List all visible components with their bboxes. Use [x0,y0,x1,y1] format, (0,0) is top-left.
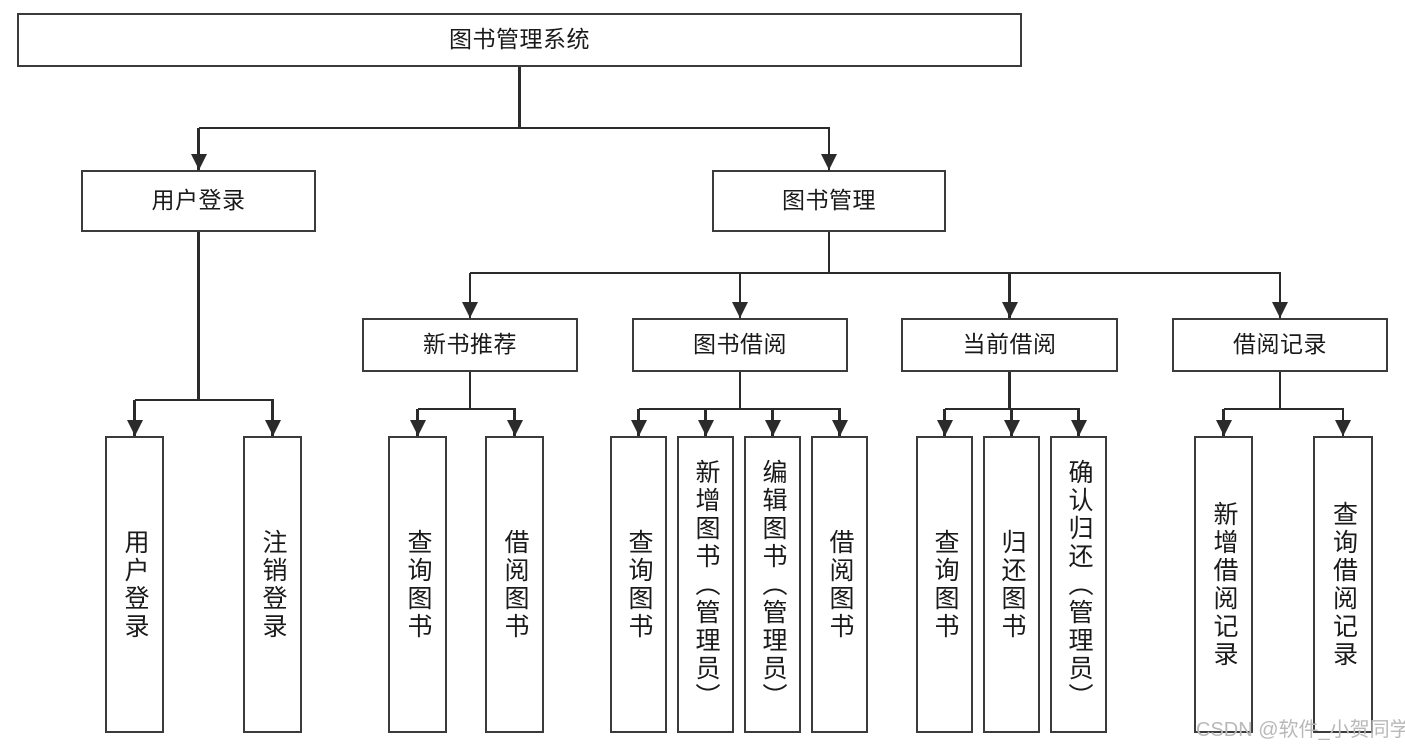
connector-stem [1278,372,1282,409]
connector-bus [638,407,841,411]
node-label: 借阅图书 [501,528,529,641]
node-label: 图书管理系统 [449,26,590,53]
node-label: 查询借阅记录 [1329,500,1358,669]
leaf-query-book-2[interactable]: 查询图书 [610,436,667,733]
connector-drop [738,273,742,318]
connector-stem [518,67,521,128]
connector-stem [1008,372,1011,409]
arrowhead-icon [190,154,207,170]
leaf-query-book-3[interactable]: 查询图书 [916,436,973,733]
connector-drop [1008,273,1011,318]
node-label: 图书借阅 [693,331,787,358]
arrowhead-icon [764,420,781,436]
arrowhead-icon [936,420,953,436]
arrowhead-icon [462,302,478,318]
arrowhead-icon [821,154,837,170]
node-borrow-record[interactable]: 借阅记录 [1172,318,1388,372]
node-book-manage[interactable]: 图书管理 [712,170,946,232]
arrowhead-icon [506,420,523,436]
leaf-borrow-book-2[interactable]: 借阅图书 [811,436,868,733]
connector-stem [827,232,831,273]
arrowhead-icon [1215,420,1232,436]
node-label: 确认归还（管理员） [1065,458,1093,711]
leaf-query-book-1[interactable]: 查询图书 [388,436,447,733]
arrowhead-icon [1003,420,1020,436]
connector-drop [133,400,136,436]
node-label: 编辑图书（管理员） [759,458,787,711]
connector-bus [198,126,831,130]
arrowhead-icon [1001,302,1018,318]
leaf-return-book[interactable]: 归还图书 [983,436,1040,733]
leaf-user-login[interactable]: 用户登录 [105,436,164,733]
arrowhead-icon [264,420,281,436]
connector-bus [417,407,516,411]
leaf-user-logout[interactable]: 注销登录 [243,436,302,733]
connector-drop [827,128,831,170]
arrowhead-icon [1272,302,1288,318]
leaf-borrow-book-1[interactable]: 借阅图书 [485,436,544,733]
connector-bus [1223,407,1345,411]
node-user-login[interactable]: 用户登录 [81,170,316,232]
node-new-book-recommend[interactable]: 新书推荐 [362,318,578,372]
node-label: 查询图书 [931,528,959,641]
node-label: 查询图书 [625,528,653,641]
leaf-query-record[interactable]: 查询借阅记录 [1313,436,1373,733]
connector-drop [197,128,200,170]
arrowhead-icon [409,420,426,436]
arrowhead-icon [697,420,714,436]
leaf-add-book[interactable]: 新增图书（管理员） [677,436,734,733]
connector-stem [738,372,742,409]
arrowhead-icon [831,420,848,436]
node-label: 图书管理 [782,187,876,214]
connector-stem [197,232,200,400]
leaf-edit-book[interactable]: 编辑图书（管理员） [744,436,801,733]
node-current-borrow[interactable]: 当前借阅 [901,318,1118,372]
node-label: 新书推荐 [423,331,517,358]
arrowhead-icon [1335,420,1351,436]
node-label: 归还图书 [998,528,1026,641]
node-root[interactable]: 图书管理系统 [17,13,1022,67]
node-label: 借阅记录 [1233,331,1327,358]
leaf-confirm-return[interactable]: 确认归还（管理员） [1050,436,1107,733]
node-label: 新增借阅记录 [1210,500,1238,669]
node-label: 当前借阅 [962,331,1057,358]
connector-stem [468,372,472,409]
node-label: 用户登录 [121,528,149,641]
node-book-borrow[interactable]: 图书借阅 [632,318,848,372]
connector-drop [271,400,274,436]
connector-bus [470,271,1282,275]
arrowhead-icon [630,420,647,436]
arrowhead-icon [1070,420,1087,436]
node-label: 新增图书（管理员） [692,458,720,711]
arrowhead-icon [732,302,748,318]
node-label: 借阅图书 [826,528,854,641]
connector-drop [1278,273,1282,318]
connector-drop [468,273,472,318]
node-label: 查询图书 [404,528,432,641]
arrowhead-icon [126,420,143,436]
leaf-add-record[interactable]: 新增借阅记录 [1194,436,1253,733]
node-label: 注销登录 [259,528,287,641]
node-label: 用户登录 [151,187,246,214]
connector-bus [134,398,274,402]
